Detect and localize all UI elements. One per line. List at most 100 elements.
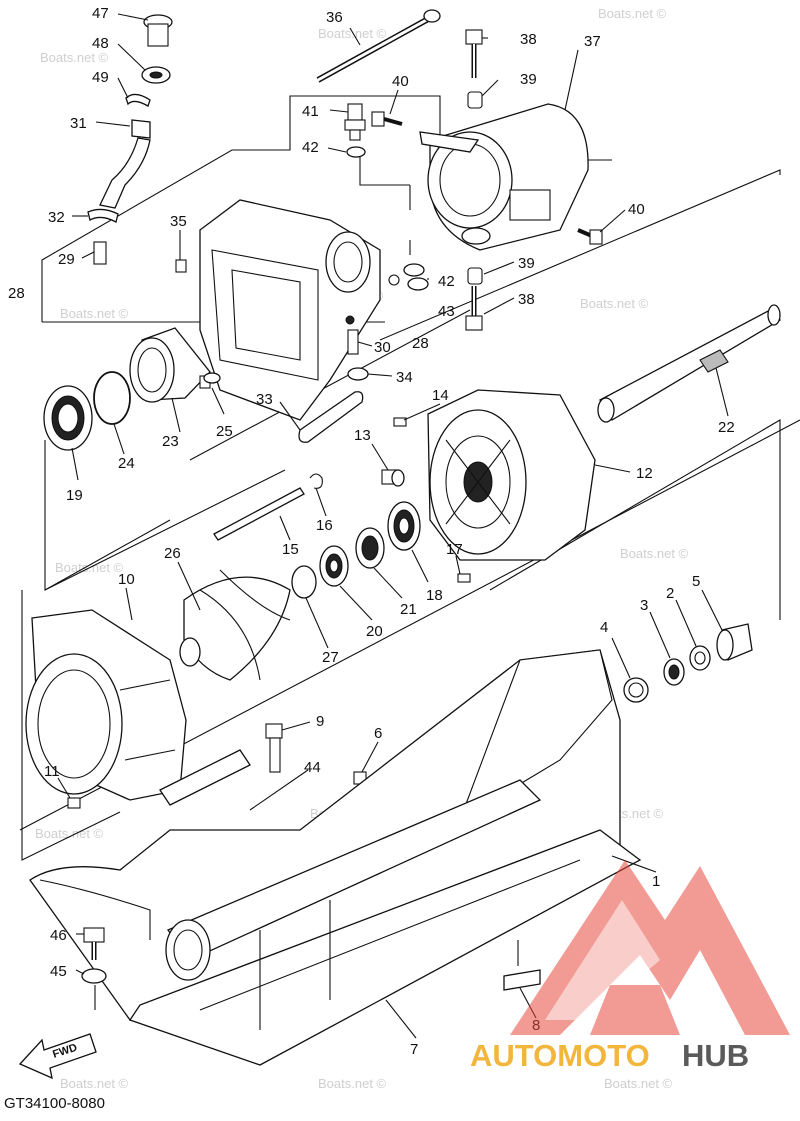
callout-39: 39 xyxy=(520,71,537,88)
washer-part-45 xyxy=(81,968,107,984)
clip-part-34 xyxy=(347,367,369,381)
cap-part-5 xyxy=(716,623,753,661)
ring-part-2 xyxy=(689,645,711,671)
hose-part-31 xyxy=(99,137,151,209)
callout-37: 37 xyxy=(584,33,601,50)
pin-part-35 xyxy=(175,259,187,273)
watermark: Boats.net © xyxy=(620,546,689,561)
clip-part-32 xyxy=(87,208,119,223)
seal-part-21 xyxy=(355,527,385,569)
stud-bolt-part-36 xyxy=(316,9,441,83)
watermark: Boats.net © xyxy=(318,26,387,41)
brand-name-part1: AUTOMOTO xyxy=(470,1038,650,1073)
elbow-part-23 xyxy=(129,327,211,403)
bolt-part-40-right xyxy=(577,228,603,245)
plate-part-8 xyxy=(503,969,541,991)
breather-hose-group xyxy=(87,14,173,265)
washer-part-42 xyxy=(346,146,366,158)
callout-20: 20 xyxy=(366,623,383,640)
bolt-part-38 xyxy=(465,29,483,78)
brand-name-part2: HUB xyxy=(682,1038,749,1073)
nut-part-43 xyxy=(407,277,429,291)
pipe-part-29 xyxy=(93,241,107,265)
callout-46: 46 xyxy=(50,927,67,944)
bolt-part-38-lower xyxy=(465,286,483,331)
callout-1: 1 xyxy=(652,873,660,890)
callout-28: 28 xyxy=(8,285,25,302)
callout-38: 38 xyxy=(520,31,537,48)
callout-18: 18 xyxy=(426,587,443,604)
watermark: Boats.net © xyxy=(40,50,109,65)
callout-17: 17 xyxy=(446,541,463,558)
pin-part-30 xyxy=(347,329,359,355)
callout-9: 9 xyxy=(316,713,324,730)
watermark: Boats.net © xyxy=(35,826,104,841)
spacer-part-27 xyxy=(291,565,317,599)
cap-body-part-47 xyxy=(147,23,169,47)
watermark: Boats.net © xyxy=(60,1076,129,1091)
callout-40-right: 40 xyxy=(628,201,645,218)
callout-16: 16 xyxy=(316,517,333,534)
callout-29: 29 xyxy=(58,251,75,268)
callout-34: 34 xyxy=(396,369,413,386)
callout-25: 25 xyxy=(216,423,233,440)
bearing-part-19 xyxy=(43,385,93,451)
bushing-part-4 xyxy=(623,677,649,703)
watermark: Boats.net © xyxy=(598,6,667,21)
drive-shaft-part-22 xyxy=(597,304,782,423)
callout-5: 5 xyxy=(692,573,700,590)
impeller-part-26 xyxy=(179,569,291,681)
fitting-part-41 xyxy=(344,103,366,141)
callout-44: 44 xyxy=(304,759,321,776)
callout-45: 45 xyxy=(50,963,67,980)
part-code: GT34100-8080 xyxy=(4,1095,105,1112)
steering-nozzle-part-37 xyxy=(419,103,589,251)
bolt-part-40 xyxy=(371,111,403,127)
hose-part-33 xyxy=(298,391,364,443)
callout-42-lower: 42 xyxy=(438,273,455,290)
callout-28-right: 28 xyxy=(412,335,429,352)
callout-4: 4 xyxy=(600,619,608,636)
callout-24: 24 xyxy=(118,455,135,472)
pin-part-14 xyxy=(393,417,407,427)
callout-11: 11 xyxy=(44,763,60,780)
callout-40: 40 xyxy=(392,73,409,90)
callout-labels: 47 48 49 31 32 29 28 35 36 38 37 39 40 4… xyxy=(8,5,735,1058)
callout-12: 12 xyxy=(636,465,653,482)
pin-part-11 xyxy=(67,797,81,809)
leader-lines xyxy=(57,13,729,1039)
callout-15: 15 xyxy=(282,541,299,558)
watermark: Boats.net © xyxy=(318,1076,387,1091)
callout-3: 3 xyxy=(640,597,648,614)
washer-part-42-lower xyxy=(403,263,425,277)
callout-49: 49 xyxy=(92,69,109,86)
seal-part-3 xyxy=(663,658,685,686)
callout-41: 41 xyxy=(302,103,319,120)
intake-duct-part-28 xyxy=(199,199,381,421)
callout-21: 21 xyxy=(400,601,417,618)
seal-part-20 xyxy=(319,545,349,587)
plug-part-9 xyxy=(265,723,283,773)
callout-48: 48 xyxy=(92,35,109,52)
callout-36: 36 xyxy=(326,9,343,26)
callout-22: 22 xyxy=(718,419,735,436)
impeller-housing-part-12 xyxy=(427,389,596,561)
bolt-part-13 xyxy=(381,469,405,487)
callout-10: 10 xyxy=(118,571,135,588)
callout-42: 42 xyxy=(302,139,319,156)
pin-part-17 xyxy=(457,573,471,583)
callout-14: 14 xyxy=(432,387,449,404)
callout-23: 23 xyxy=(162,433,179,450)
fwd-arrow-icon: FWD xyxy=(18,1033,97,1080)
callout-47: 47 xyxy=(92,5,109,22)
callout-39-lower: 39 xyxy=(518,255,535,272)
callout-38-lower: 38 xyxy=(518,291,535,308)
callout-35: 35 xyxy=(170,213,187,230)
washer-small xyxy=(388,274,400,286)
clip-part-49 xyxy=(125,93,151,107)
watermark: Boats.net © xyxy=(604,1076,673,1091)
callout-33: 33 xyxy=(256,391,273,408)
bolt-part-46 xyxy=(83,927,105,960)
